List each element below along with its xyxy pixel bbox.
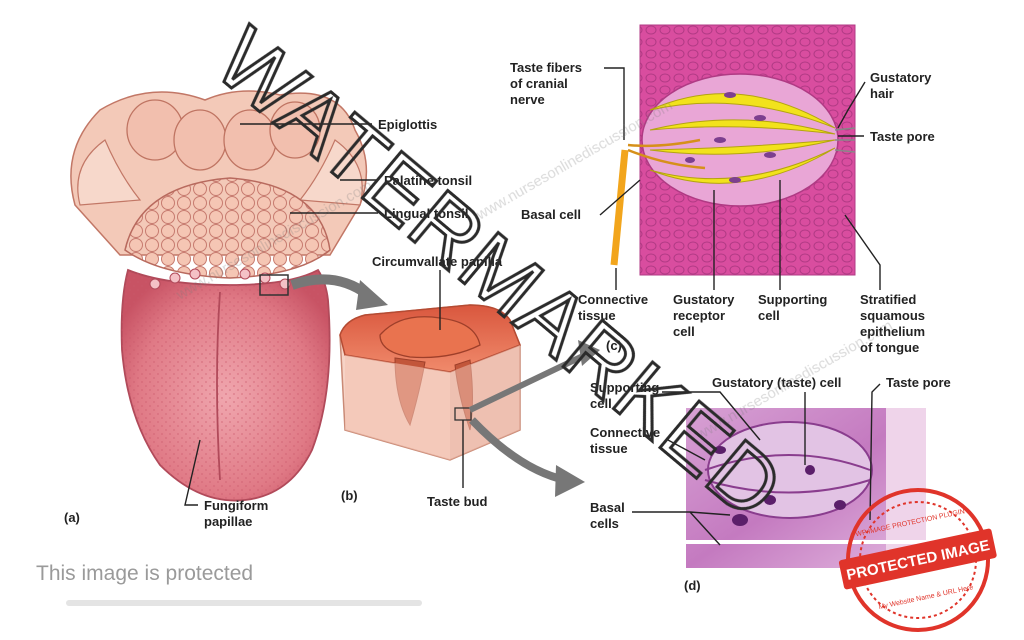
- label-taste-pore-d: Taste pore: [886, 375, 951, 390]
- label-taste-bud: Taste bud: [427, 494, 487, 509]
- label-gustatory-hair-2: hair: [870, 86, 894, 101]
- label-taste-fibers-2: of cranial: [510, 76, 568, 91]
- label-stratified-2: squamous: [860, 308, 925, 323]
- label-stratified-4: of tongue: [860, 340, 919, 355]
- protected-notice: This image is protected: [36, 562, 254, 585]
- label-gustatory-receptor-1: Gustatory: [673, 292, 735, 307]
- label-palatine-tonsil: Palatine tonsil: [384, 173, 472, 188]
- label-connective-d-1: Connective: [590, 425, 660, 440]
- panel-a-tag: (a): [64, 510, 80, 525]
- panel-d-tag: (d): [684, 578, 701, 593]
- panel-b-labels: Circumvallate papilla Taste bud (b): [341, 254, 503, 509]
- label-taste-fibers-1: Taste fibers: [510, 60, 582, 75]
- label-gustatory-receptor-2: receptor: [673, 308, 725, 323]
- label-basal-cell: Basal cell: [521, 207, 581, 222]
- label-circumvallate: Circumvallate papilla: [372, 254, 503, 269]
- label-lingual-tonsil: Lingual tonsil: [384, 206, 469, 221]
- label-basal-cells-1: Basal: [590, 500, 625, 515]
- panel-c-labels: Taste fibers of cranial nerve Basal cell…: [510, 60, 935, 355]
- panel-c-taste-bud: [610, 24, 856, 276]
- panel-d-labels: Supporting cell Gustatory (taste) cell T…: [590, 375, 951, 593]
- label-fungiform-1: Fungiform: [204, 498, 268, 513]
- panel-d-micrograph: [686, 408, 926, 568]
- label-gustatory-cell: Gustatory (taste) cell: [712, 375, 841, 390]
- panel-b-tag: (b): [341, 488, 358, 503]
- label-supporting-d-2: cell: [590, 396, 612, 411]
- panel-a-labels: Epiglottis Palatine tonsil Lingual tonsi…: [64, 117, 472, 529]
- label-connective-d-2: tissue: [590, 441, 628, 456]
- copyright-line: [66, 600, 422, 606]
- label-gustatory-receptor-3: cell: [673, 324, 695, 339]
- arrows-b-to-cd: [468, 340, 600, 497]
- label-taste-pore-c: Taste pore: [870, 129, 935, 144]
- label-supporting-d-1: Supporting: [590, 380, 659, 395]
- label-connective-c-1: Connective: [578, 292, 648, 307]
- label-connective-c-2: tissue: [578, 308, 616, 323]
- label-fungiform-2: papillae: [204, 514, 252, 529]
- stamp-bottom: My Website Name & URL Here: [878, 584, 974, 611]
- label-supporting-c-1: Supporting: [758, 292, 827, 307]
- label-gustatory-hair-1: Gustatory: [870, 70, 932, 85]
- arrow-a-to-b: [290, 274, 388, 310]
- label-epiglottis: Epiglottis: [378, 117, 437, 132]
- label-stratified-1: Stratified: [860, 292, 916, 307]
- label-taste-fibers-3: nerve: [510, 92, 545, 107]
- label-supporting-c-2: cell: [758, 308, 780, 323]
- panel-a-tongue: [70, 90, 368, 502]
- label-basal-cells-2: cells: [590, 516, 619, 531]
- label-stratified-3: epithelium: [860, 324, 925, 339]
- panel-c-tag: (c): [606, 338, 622, 353]
